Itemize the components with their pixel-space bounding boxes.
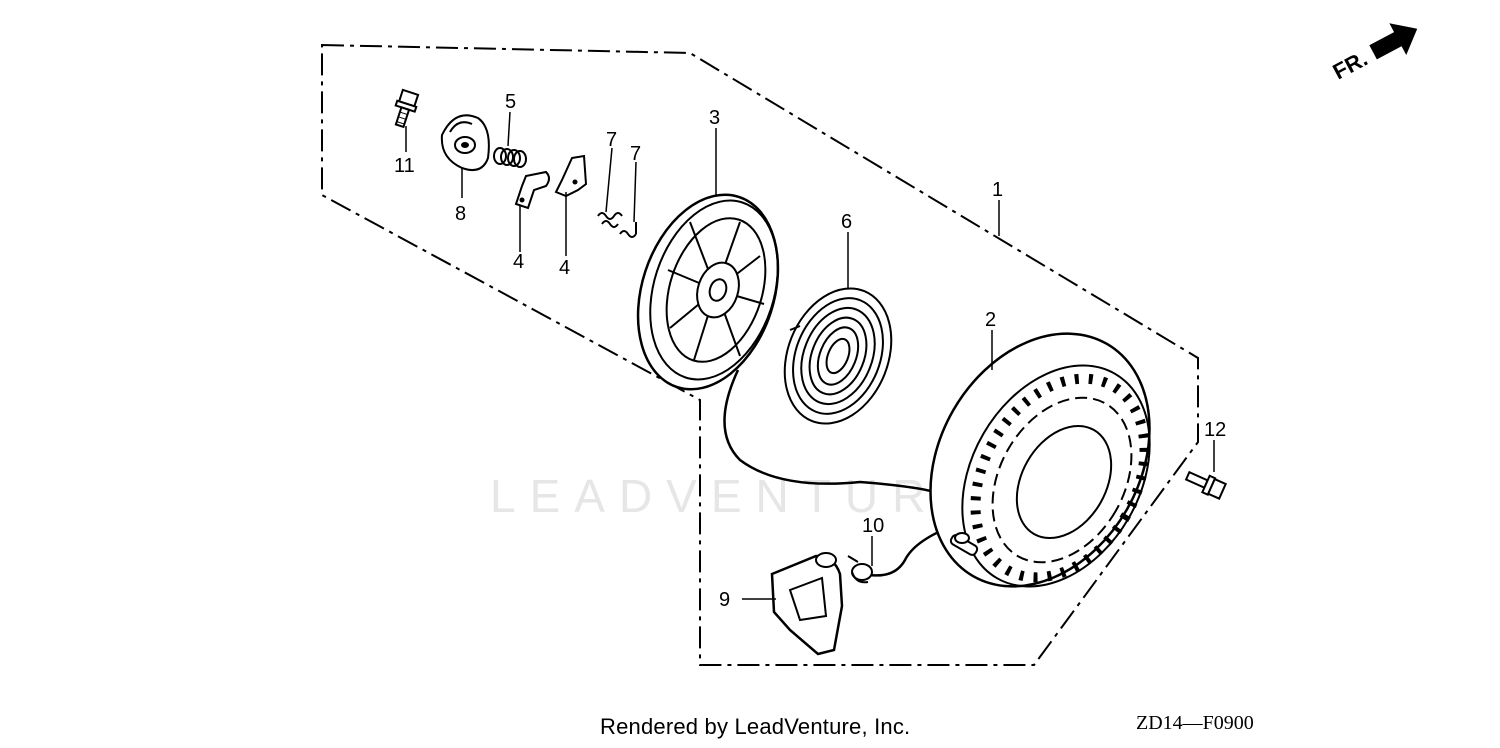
part-8-ratchet-guide bbox=[440, 114, 490, 171]
part-10-knob bbox=[847, 555, 873, 584]
callout-7a: 7 bbox=[606, 129, 617, 151]
part-2-starter-case bbox=[929, 332, 1151, 588]
part-12-bolt bbox=[1184, 470, 1228, 500]
callout-7b: 7 bbox=[630, 143, 641, 165]
callout-9: 9 bbox=[719, 589, 730, 611]
callout-6: 6 bbox=[841, 211, 852, 233]
part-4-ratchet-b bbox=[554, 154, 588, 198]
leader-lines bbox=[405, 111, 1215, 600]
diagram-code: ZD14—F0900 bbox=[1136, 712, 1254, 734]
callout-10: 10 bbox=[862, 515, 884, 537]
callout-4b: 4 bbox=[559, 257, 570, 279]
watermark: LEADVENTURE bbox=[490, 470, 984, 522]
callout-11: 11 bbox=[394, 155, 415, 177]
part-5-spring bbox=[493, 147, 527, 168]
callout-3: 3 bbox=[709, 107, 720, 129]
callout-12: 12 bbox=[1204, 419, 1226, 441]
callout-1: 1 bbox=[992, 179, 1003, 201]
callout-5: 5 bbox=[505, 91, 516, 113]
arrow-icon bbox=[1369, 23, 1418, 60]
callout-8: 8 bbox=[455, 203, 466, 225]
footer-credit: Rendered by LeadVenture, Inc. bbox=[600, 714, 911, 739]
front-direction-label: FR. bbox=[1329, 46, 1372, 85]
part-4-ratchet-a bbox=[514, 170, 550, 210]
starter-rope-loop bbox=[869, 523, 956, 577]
orientation-marker: FR. bbox=[1329, 23, 1418, 85]
part-7-spring-b bbox=[619, 222, 637, 238]
part-7-spring-a bbox=[597, 212, 623, 228]
callout-2: 2 bbox=[985, 309, 996, 331]
callout-4a: 4 bbox=[513, 251, 524, 273]
part-9-starter-grip bbox=[770, 552, 844, 656]
part-6-recoil-spring bbox=[783, 287, 893, 425]
assembly-outline bbox=[321, 43, 1199, 666]
part-11-bolt bbox=[394, 88, 420, 129]
starter-rope bbox=[723, 369, 956, 502]
part-3-reel bbox=[636, 193, 780, 391]
